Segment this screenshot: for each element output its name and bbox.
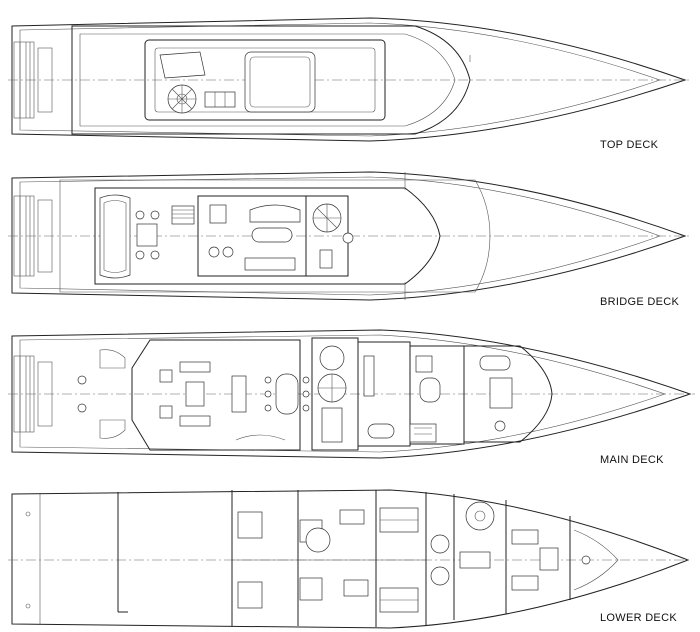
main-deck-label: MAIN DECK xyxy=(600,454,664,466)
bridge-deck-label: BRIDGE DECK xyxy=(600,296,680,308)
main-deck-plan xyxy=(8,329,695,459)
top-deck-label: TOP DECK xyxy=(600,139,659,151)
bridge-deck-plan xyxy=(8,171,690,301)
top-deck-plan xyxy=(8,17,690,142)
lower-deck-label: LOWER DECK xyxy=(600,612,677,624)
lower-deck-plan xyxy=(8,489,692,629)
